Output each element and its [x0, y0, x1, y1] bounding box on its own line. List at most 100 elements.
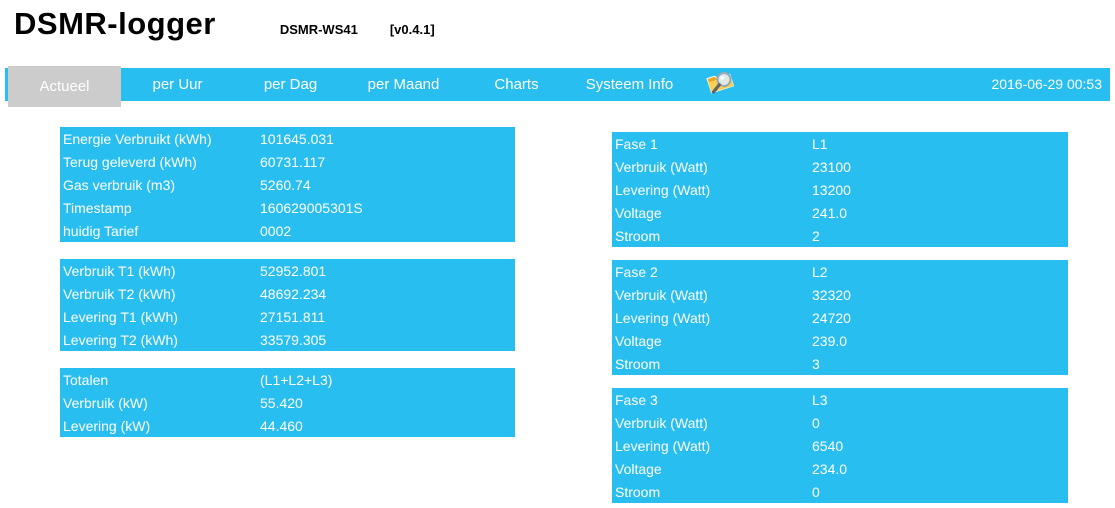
- table-row: Levering (Watt) 13200: [612, 178, 1068, 201]
- row-value: 160629005301S: [260, 199, 363, 216]
- row-label: Levering (kW): [63, 417, 151, 434]
- folder-search-icon[interactable]: [703, 66, 739, 103]
- tab-per-dag[interactable]: per Dag: [263, 76, 318, 93]
- row-value: L2: [812, 263, 828, 280]
- main-navbar: Actueel per Uur per Dag per Maand Charts…: [5, 66, 1110, 107]
- row-label: Levering (Watt): [615, 309, 711, 326]
- tab-actueel[interactable]: Actueel: [8, 66, 121, 107]
- table-row: Terug geleverd (kWh) 60731.117: [60, 150, 515, 173]
- row-label: Levering T1 (kWh): [63, 308, 178, 325]
- row-label: Stroom: [615, 355, 661, 372]
- row-label: Terug geleverd (kWh): [63, 153, 197, 170]
- row-value: L3: [812, 391, 828, 408]
- row-value: (L1+L2+L3): [260, 371, 333, 388]
- table-row: Voltage 234.0: [612, 457, 1068, 480]
- device-name: DSMR-WS41: [279, 22, 358, 37]
- row-label: Levering (Watt): [615, 437, 711, 454]
- table-row: Levering (Watt) 6540: [612, 434, 1068, 457]
- table-row: Voltage 241.0: [612, 201, 1068, 224]
- row-label: Voltage: [615, 332, 662, 349]
- tab-systeem-info[interactable]: Systeem Info: [585, 76, 674, 93]
- row-value: 0002: [260, 222, 292, 239]
- row-label: Voltage: [615, 204, 662, 221]
- row-value: 13200: [812, 181, 851, 198]
- row-label: Stroom: [615, 483, 661, 500]
- app-title: DSMR-logger: [14, 6, 216, 41]
- table-row: Fase 1 L1: [612, 132, 1068, 155]
- row-value: 5260.74: [260, 176, 311, 193]
- row-value: L1: [812, 135, 828, 152]
- row-label: Timestamp: [63, 199, 132, 216]
- row-value: 33579.305: [260, 331, 327, 348]
- row-value: 0: [812, 483, 820, 500]
- table-row: Levering (Watt) 24720: [612, 306, 1068, 329]
- row-label: Verbruik (Watt): [615, 158, 708, 175]
- table-row: Levering (kW) 44.460: [60, 414, 515, 437]
- table-row: Levering T2 (kWh) 33579.305: [60, 328, 515, 351]
- row-label: Verbruik (kW): [63, 394, 148, 411]
- table-row: Levering T1 (kWh) 27151.811: [60, 305, 515, 328]
- table-row: Verbruik (kW) 55.420: [60, 391, 515, 414]
- tab-per-maand[interactable]: per Maand: [367, 76, 440, 93]
- row-label: Verbruik T1 (kWh): [63, 262, 176, 279]
- row-value: 32320: [812, 286, 851, 303]
- row-value: 23100: [812, 158, 851, 175]
- table-row: Energie Verbruikt (kWh) 101645.031: [60, 127, 515, 150]
- row-value: 234.0: [812, 460, 848, 477]
- row-label: Verbruik (Watt): [615, 286, 708, 303]
- row-label: Levering T2 (kWh): [63, 331, 178, 348]
- table-row: Gas verbruik (m3)5260.74: [60, 173, 515, 196]
- table-row: Voltage 239.0: [612, 329, 1068, 352]
- row-value: 6540: [812, 437, 844, 454]
- table-row: Verbruik T1 (kWh) 52952.801: [60, 259, 515, 282]
- row-label: huidig Tarief: [63, 222, 139, 239]
- row-value: 55.420: [260, 394, 303, 411]
- table-row: Verbruik T2 (kWh)48692.234: [60, 282, 515, 305]
- row-label: Verbruik (Watt): [615, 414, 708, 431]
- row-label: Fase 1: [615, 135, 658, 152]
- table-row: huidig Tarief 0002: [60, 219, 515, 242]
- row-value: 44.460: [260, 417, 303, 434]
- row-value: 0: [812, 414, 820, 431]
- table-row: Fase 2 L2: [612, 260, 1068, 283]
- row-value: 3: [812, 355, 820, 372]
- row-label: Energie Verbruikt (kWh): [63, 130, 212, 147]
- row-value: 2: [812, 227, 820, 244]
- table-row: Stroom 3: [612, 352, 1068, 375]
- row-value: 48692.234: [260, 285, 327, 302]
- tab-charts[interactable]: Charts: [494, 76, 539, 93]
- row-label: Fase 2: [615, 263, 658, 280]
- row-value: 60731.117: [260, 153, 326, 170]
- row-value: 52952.801: [260, 262, 327, 279]
- row-value: 241.0: [812, 204, 848, 221]
- row-label: Fase 3: [615, 391, 658, 408]
- table-row: Stroom 0: [612, 480, 1068, 503]
- row-label: Totalen: [63, 371, 109, 388]
- page-header: DSMR-logger DSMR-WS41 [v0.4.1]: [0, 0, 1115, 68]
- row-label: Levering (Watt): [615, 181, 711, 198]
- row-label: Voltage: [615, 460, 662, 477]
- row-label: Stroom: [615, 227, 661, 244]
- table-row: Verbruik (Watt) 0: [612, 411, 1068, 434]
- tab-per-uur[interactable]: per Uur: [152, 76, 203, 93]
- table-row: Stroom 2: [612, 224, 1068, 247]
- nav-datetime: 2016-06-29 00:53: [991, 76, 1102, 92]
- row-value: 27151.811: [260, 308, 326, 325]
- table-row: Verbruik (Watt) 32320: [612, 283, 1068, 306]
- table-row: Fase 3 L3: [612, 388, 1068, 411]
- row-value: 101645.031: [260, 130, 334, 147]
- row-value: 239.0: [812, 332, 848, 349]
- row-value: 24720: [812, 309, 851, 326]
- table-row: Verbruik (Watt) 23100: [612, 155, 1068, 178]
- table-row: Timestamp 160629005301S: [60, 196, 515, 219]
- table-row: Totalen (L1+L2+L3): [60, 368, 515, 391]
